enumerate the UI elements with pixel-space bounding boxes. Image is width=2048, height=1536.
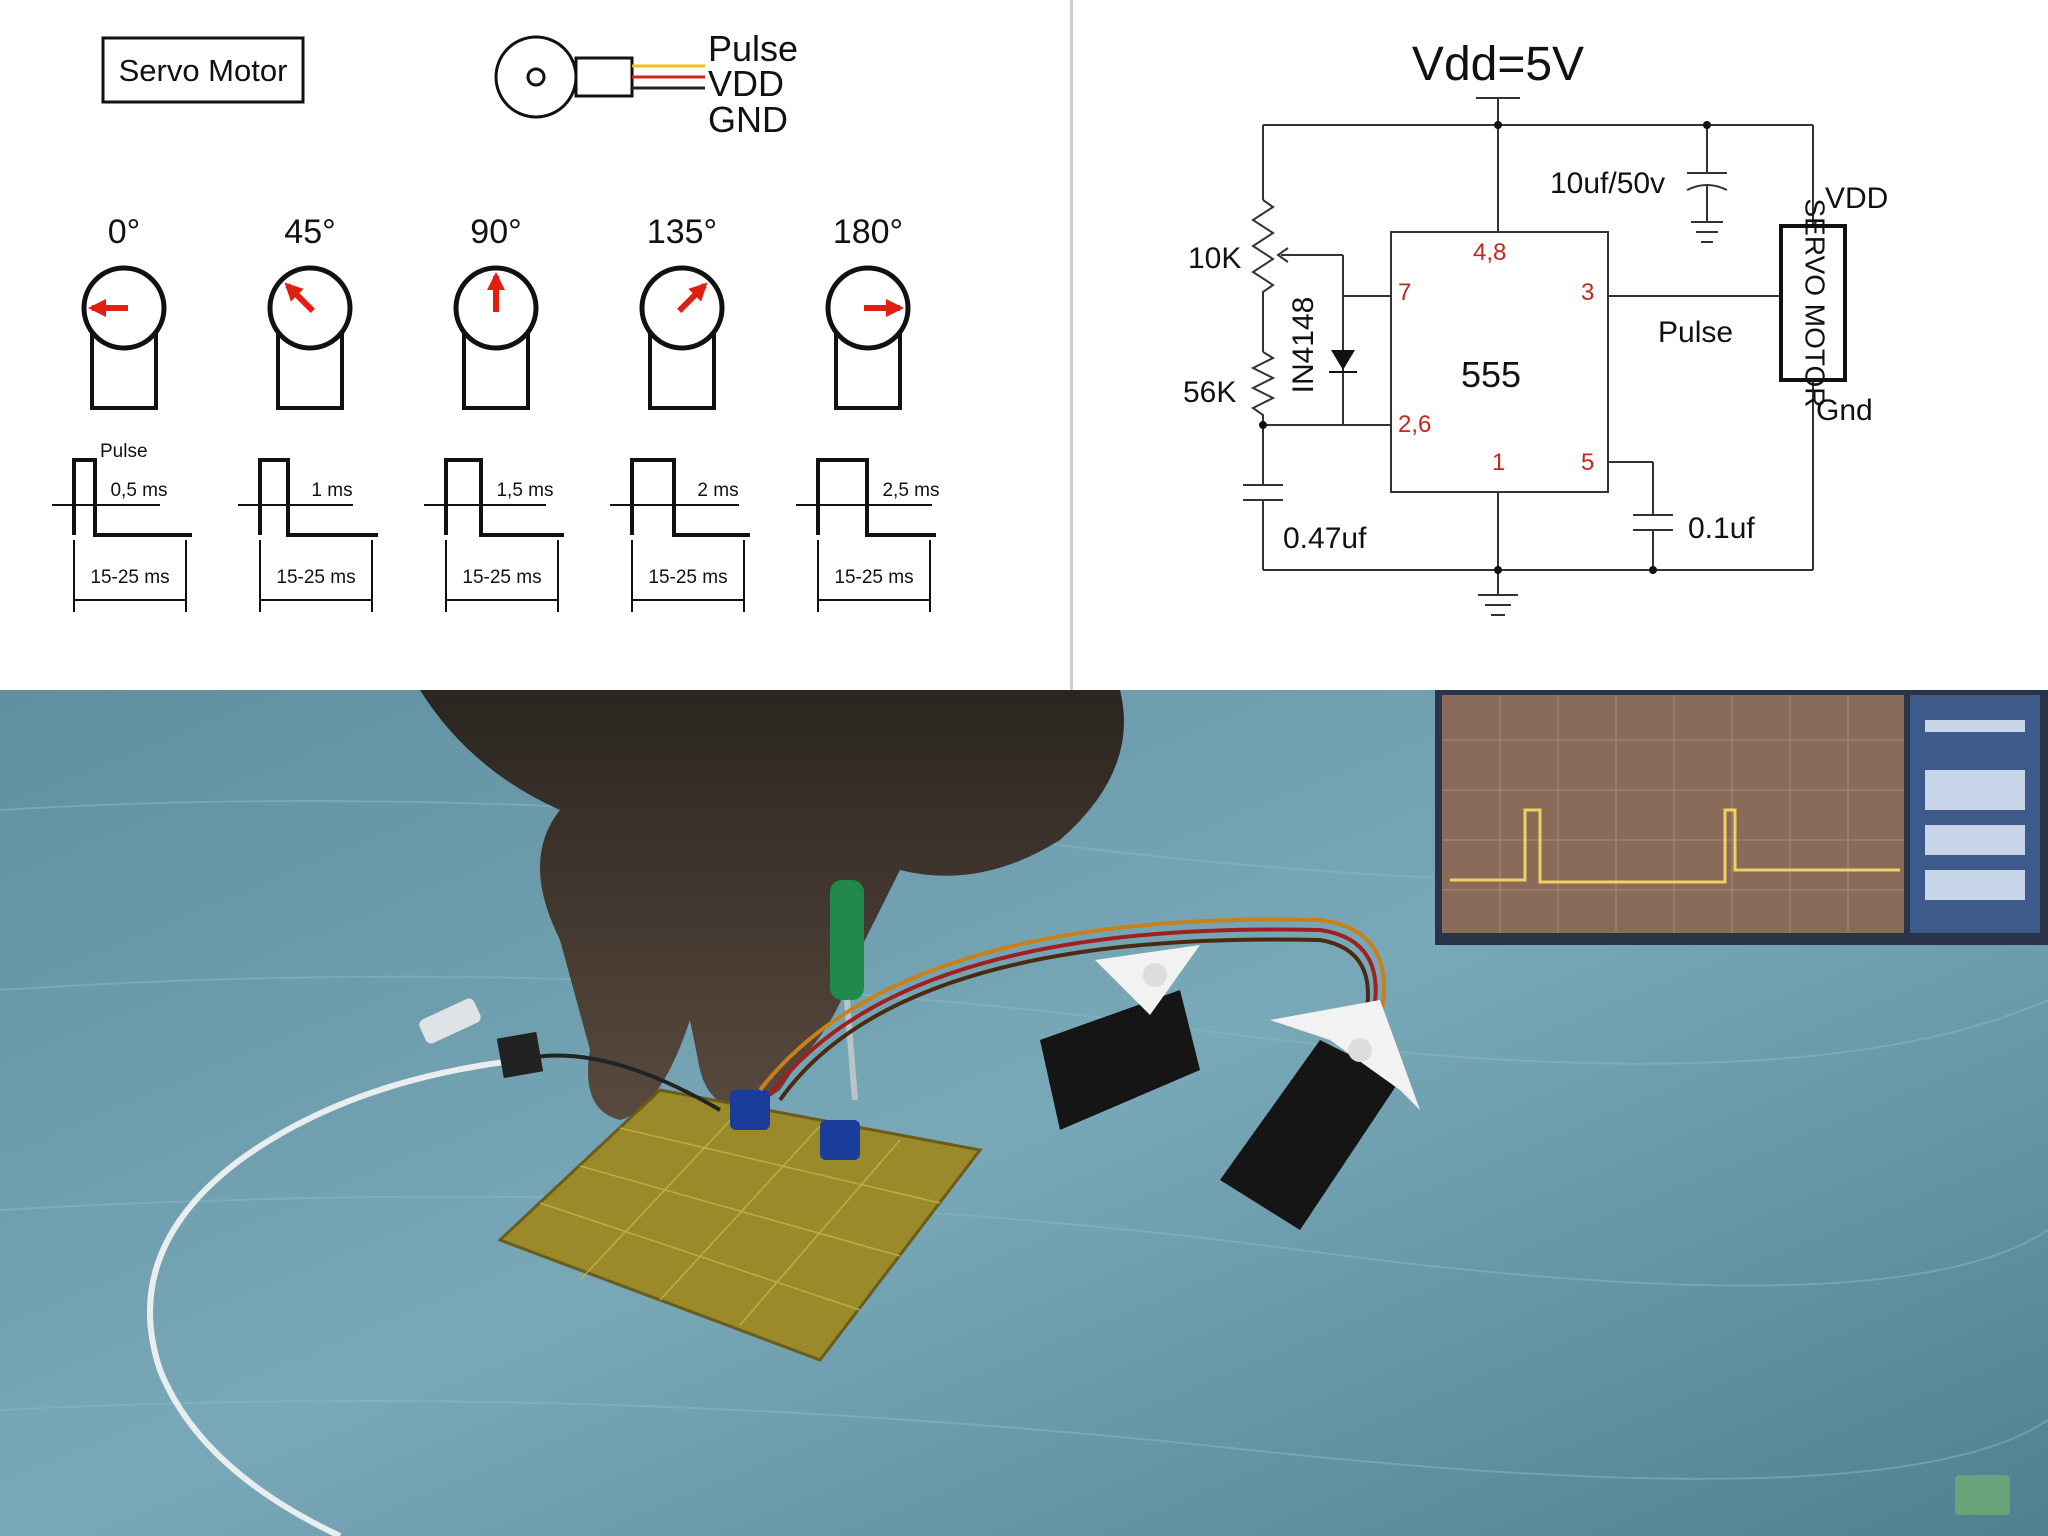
angle-label: 180° — [833, 213, 903, 251]
pulse-signal-label: Pulse — [1658, 316, 1733, 349]
pulse-waveform — [630, 458, 750, 537]
pin-5: 5 — [1581, 449, 1594, 476]
period-label: 15-25 ms — [276, 567, 355, 588]
gnd-label: Gnd — [1816, 394, 1873, 427]
pulse-waveform — [72, 458, 192, 537]
servo-position-4: 180° 2,5 ms 15-25 ms — [796, 213, 940, 612]
diode-symbol — [1329, 350, 1357, 373]
arrow-head — [284, 282, 304, 302]
pin-4-8: 4,8 — [1473, 239, 1506, 266]
servo-pulse-diagram: Servo Motor Pulse VDD GND Pulse 0° 0,5 ms… — [0, 0, 1070, 690]
dc-jack — [419, 998, 544, 1079]
junction-dots — [1259, 121, 1711, 574]
schematic-wires — [1243, 97, 1814, 616]
pin-7: 7 — [1398, 279, 1411, 306]
cap-supply-label: 10uf/50v — [1550, 167, 1665, 200]
period-label: 15-25 ms — [462, 567, 541, 588]
servo-motor-1 — [1040, 945, 1200, 1130]
angle-label: 45° — [284, 213, 335, 251]
vdd-label: VDD — [1825, 182, 1888, 215]
oscilloscope-inset — [1435, 690, 2048, 945]
circuit-schematic: 555 4,8 7 2,6 1 3 5 SERVO MOTOR Vdd=5V 1… — [1073, 0, 2048, 690]
arrow-head — [487, 272, 505, 290]
servo-motor-box — [1779, 224, 1847, 382]
pulse-waveform — [816, 458, 936, 537]
servo-connector-icon — [494, 35, 705, 119]
servo-motor-2 — [1220, 1000, 1420, 1230]
scope-trace — [1450, 808, 1900, 884]
pulse-width-label: 2,5 ms — [882, 480, 939, 501]
pulse-width-label: 0,5 ms — [110, 480, 167, 501]
period-label: 15-25 ms — [90, 567, 169, 588]
wire-label-gnd: GND — [708, 99, 788, 140]
arrow-head — [886, 299, 904, 317]
pulse-waveform — [444, 458, 564, 537]
schematic-svg: 555 4,8 7 2,6 1 3 5 SERVO MOTOR Vdd=5V 1… — [1183, 38, 1888, 616]
arrow-head — [88, 299, 106, 317]
title-box — [101, 36, 305, 104]
pin-3: 3 — [1581, 279, 1594, 306]
period-label: 15-25 ms — [648, 567, 727, 588]
pulse-width-label: 1 ms — [311, 480, 352, 501]
angle-label: 90° — [470, 213, 521, 251]
cap-timing-label: 0.47uf — [1283, 522, 1367, 555]
panel-divider — [1070, 0, 1073, 690]
period-label: 15-25 ms — [834, 567, 913, 588]
hand — [420, 690, 1124, 1120]
pin-1: 1 — [1492, 449, 1505, 476]
channel-logo — [1955, 1475, 2010, 1515]
servo-position-2: 90° 1,5 ms 15-25 ms — [424, 213, 564, 612]
potentiometer — [730, 1090, 770, 1130]
build-photo — [0, 690, 2048, 1536]
servo-motor-label: SERVO MOTOR — [1800, 198, 1831, 407]
servo-positions: 0° 0,5 ms 15-25 ms 45° 1 ms 15-25 ms 90° 1,5 ms… — [52, 213, 940, 612]
pulse-width-label: 2 ms — [697, 480, 738, 501]
arrow-head — [688, 282, 708, 302]
servo-position-0: 0° 0,5 ms 15-25 ms — [52, 213, 192, 612]
angle-label: 135° — [647, 213, 717, 251]
pulse-waveform — [258, 458, 378, 537]
ic-555 — [1390, 231, 1609, 493]
pulse-width-label: 1,5 ms — [496, 480, 553, 501]
angle-label: 0° — [108, 213, 141, 251]
screwdriver — [830, 880, 864, 1101]
potentiometer — [820, 1120, 860, 1160]
wire-label-vdd: VDD — [708, 63, 784, 104]
cap-control-label: 0.1uf — [1688, 512, 1755, 545]
pulse-word: Pulse — [100, 441, 148, 462]
diode-label: IN4148 — [1287, 297, 1320, 394]
servo-position-1: 45° 1 ms 15-25 ms — [238, 213, 378, 612]
pin-2-6: 2,6 — [1398, 411, 1431, 438]
perfboard — [497, 1088, 983, 1362]
wire-label-pulse: Pulse — [708, 28, 798, 69]
resistor-10k-label: 10K — [1188, 242, 1241, 275]
photo-illustration — [0, 690, 2048, 1536]
diagram-title: Servo Motor — [119, 53, 288, 88]
servo-position-3: 135° 2 ms 15-25 ms — [610, 213, 750, 612]
ic-label: 555 — [1461, 354, 1521, 395]
resistor-56k-label: 56K — [1183, 376, 1236, 409]
supply-label: Vdd=5V — [1412, 38, 1584, 91]
servo-diagram-svg: Servo Motor Pulse VDD GND Pulse 0° 0,5 ms… — [52, 28, 940, 612]
